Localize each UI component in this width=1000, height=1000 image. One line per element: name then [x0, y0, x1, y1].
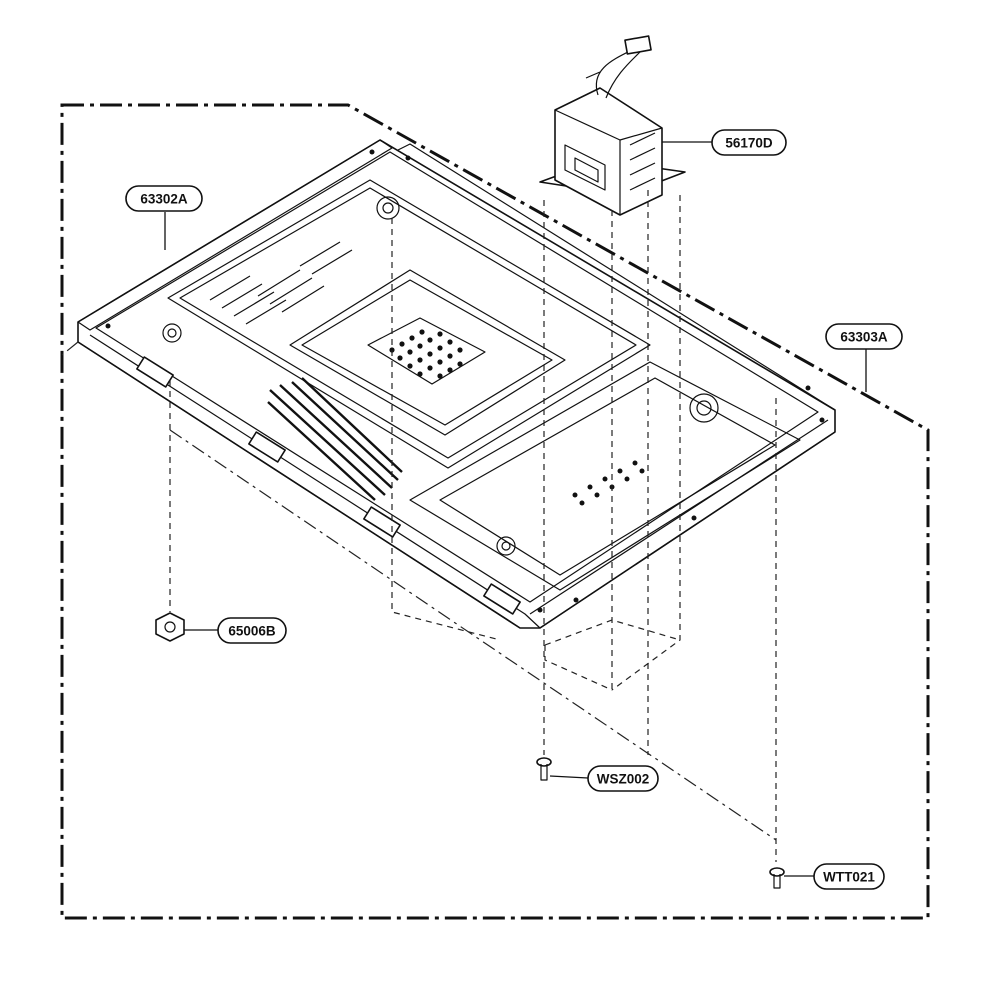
base-plate: [77, 139, 836, 629]
alignment-lines: [61, 190, 777, 862]
assembly-boundary: [60, 103, 930, 920]
callout-label: 65006B: [228, 624, 276, 639]
callout-WSZ002: WSZ002: [549, 765, 659, 792]
callout-WTT021: WTT021: [784, 863, 885, 890]
vent-pattern-center: [389, 329, 463, 379]
screw-long: [769, 867, 785, 889]
transformer: [539, 35, 686, 216]
callout-label: 63302A: [140, 192, 188, 207]
callout-label: WSZ002: [597, 772, 650, 787]
vent-pattern-rail: [572, 460, 645, 506]
callout-56170D: 56170D: [662, 129, 787, 156]
callout-label: 63303A: [840, 330, 888, 345]
screw-short: [536, 757, 552, 781]
callout-label: WTT021: [823, 870, 875, 885]
callout-label: 56170D: [725, 136, 773, 151]
vent-pattern-louvers: [267, 377, 403, 501]
callout-63303A: 63303A: [825, 323, 903, 392]
foot-nut: [155, 612, 185, 642]
callout-65006B: 65006B: [184, 617, 287, 644]
vent-pattern-upper: [209, 241, 353, 325]
callout-63302A: 63302A: [125, 185, 203, 250]
